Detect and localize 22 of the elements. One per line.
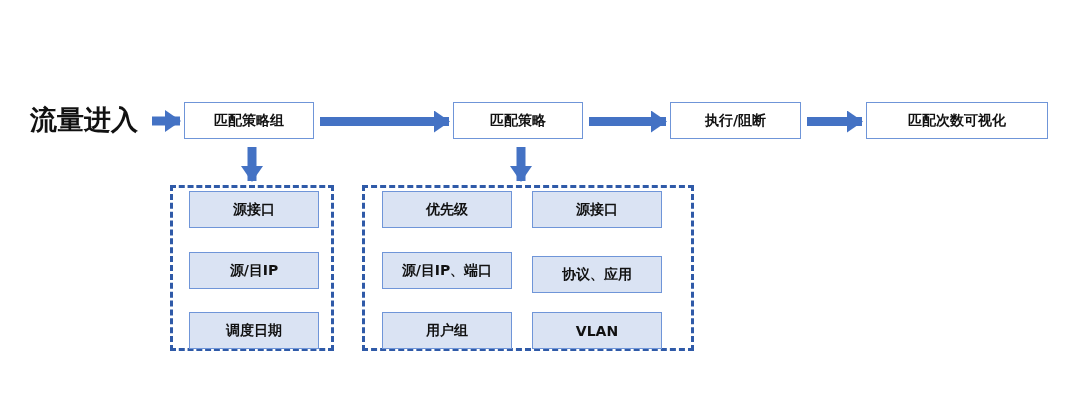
dashed-group-frame	[170, 185, 334, 351]
block-arrow	[152, 110, 181, 132]
block-arrow	[589, 110, 667, 133]
criteria-box: 优先级	[382, 191, 512, 228]
criteria-box: 源/目IP、端口	[382, 252, 512, 289]
criteria-box: VLAN	[532, 312, 662, 349]
criteria-box: 源/目IP	[189, 252, 319, 289]
block-arrow	[320, 110, 450, 133]
criteria-box: 源接口	[189, 191, 319, 228]
block-arrow	[807, 110, 863, 133]
block-arrow	[510, 147, 532, 182]
process-box: 执行/阻断	[670, 102, 801, 139]
process-box: 匹配策略	[453, 102, 583, 139]
criteria-box: 协议、应用	[532, 256, 662, 293]
dashed-group-frame	[362, 185, 694, 351]
criteria-box: 调度日期	[189, 312, 319, 349]
process-box: 匹配次数可视化	[866, 102, 1048, 139]
block-arrow	[241, 147, 263, 182]
criteria-box: 用户组	[382, 312, 512, 349]
heading-text: 流量进入	[22, 100, 146, 140]
criteria-box: 源接口	[532, 191, 662, 228]
process-box: 匹配策略组	[184, 102, 314, 139]
